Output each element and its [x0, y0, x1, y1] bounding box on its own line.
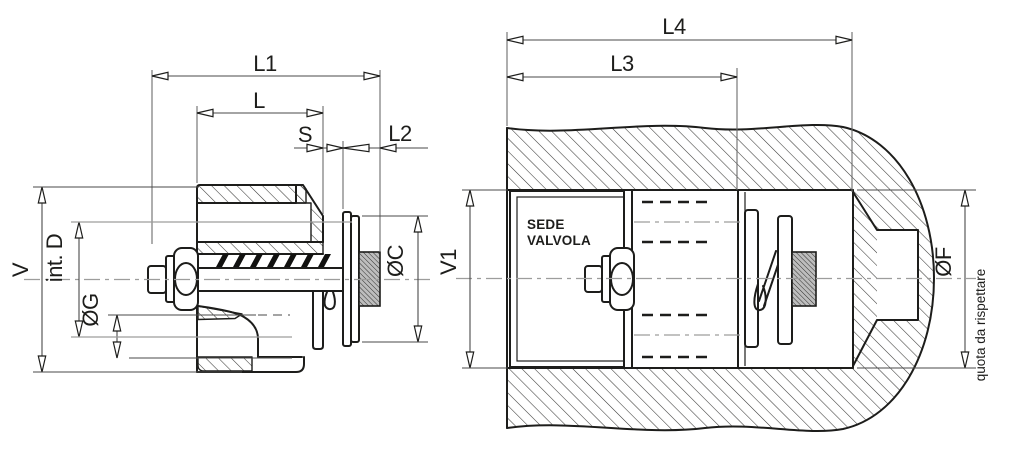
housing-section	[506, 124, 935, 432]
dim-label-oc: ØC	[383, 244, 408, 277]
left-view-dimensions: L1 L S L2 V int. D ØG ØC	[8, 51, 428, 373]
dim-label-l1: L1	[253, 51, 277, 76]
dim-label-v: V	[8, 262, 33, 277]
dim-label-og: ØG	[78, 293, 103, 326]
dim-label-s: S	[298, 122, 312, 147]
seat-label-line1: SEDE	[527, 217, 565, 232]
dim-label-int-d: int. D	[42, 234, 67, 282]
dim-label-l: L	[253, 88, 265, 113]
left-view-body	[147, 184, 381, 373]
spring-section	[216, 254, 331, 267]
dim-label-l4: L4	[662, 14, 686, 39]
seat-label-line2: VALVOLA	[527, 233, 591, 248]
thread-hidden-lines	[634, 200, 740, 359]
dim-label-of: ØF	[931, 247, 956, 277]
dim-label-l3: L3	[610, 51, 634, 76]
cartridge	[509, 189, 817, 369]
right-view: SEDE VALVOLA L4 L3 V1 ØF quota da rispet…	[436, 14, 988, 432]
dim-label-l2: L2	[388, 121, 412, 146]
right-view-dimensions: L4 L3 V1 ØF quota da rispettare	[436, 14, 988, 381]
valve-disc-right	[777, 215, 793, 345]
dim-label-v1: V1	[436, 249, 461, 275]
retaining-clip	[323, 291, 336, 311]
left-view: L1 L S L2 V int. D ØG ØC	[8, 51, 432, 373]
left-view-hatching	[196, 184, 324, 372]
note-quota-da-rispettare: quota da rispettare	[973, 269, 988, 382]
